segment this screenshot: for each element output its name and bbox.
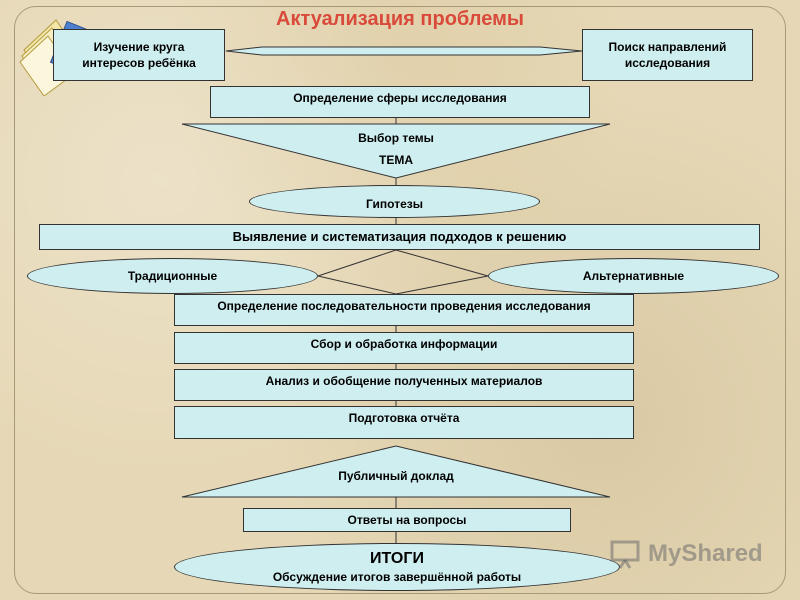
- search-directions-box: Поиск направлений исследования: [582, 29, 753, 81]
- study-interests-box: Изучение круга интересов ребёнка: [53, 29, 225, 81]
- topic-label: ТЕМА: [296, 153, 496, 167]
- study-interests-label: Изучение круга интересов ребёнка: [82, 39, 196, 71]
- answers-box: Ответы на вопросы: [243, 508, 571, 532]
- approaches-label: Выявление и систематизация подходов к ре…: [233, 228, 567, 246]
- page-title: Актуализация проблемы: [200, 8, 600, 31]
- collection-box: Сбор и обработка информации: [174, 332, 634, 364]
- sequence-label: Определение последовательности проведени…: [217, 298, 590, 314]
- search-directions-label: Поиск направлений исследования: [609, 39, 727, 71]
- presentation-icon: [610, 539, 644, 569]
- watermark: MyShared: [610, 538, 763, 570]
- double-arrow: [226, 47, 582, 55]
- answers-label: Ответы на вопросы: [348, 512, 467, 528]
- analysis-box: Анализ и обобщение полученных материалов: [174, 369, 634, 401]
- alternative-label: Альтернативные: [583, 269, 684, 283]
- approaches-box: Выявление и систематизация подходов к ре…: [39, 224, 760, 250]
- analysis-label: Анализ и обобщение полученных материалов: [266, 373, 543, 389]
- report-box: Подготовка отчёта: [174, 406, 634, 439]
- collection-label: Сбор и обработка информации: [311, 336, 498, 352]
- research-sphere-box: Определение сферы исследования: [210, 86, 590, 118]
- results-text: Обсуждение итогов завершённой работы: [273, 570, 521, 584]
- traditional-ellipse: Традиционные: [27, 258, 318, 294]
- report-label: Подготовка отчёта: [349, 410, 460, 426]
- alternative-ellipse: Альтернативные: [488, 258, 779, 294]
- watermark-text: MyShared: [648, 540, 763, 568]
- topic-choice-label: Выбор темы: [296, 131, 496, 145]
- public-report-label: Публичный доклад: [296, 469, 496, 483]
- sequence-box: Определение последовательности проведени…: [174, 294, 634, 326]
- hypotheses-ellipse: Гипотезы: [249, 185, 540, 218]
- traditional-label: Традиционные: [128, 269, 217, 283]
- results-ellipse: ИТОГИ Обсуждение итогов завершённой рабо…: [174, 543, 620, 591]
- hypotheses-label: Гипотезы: [366, 193, 423, 211]
- results-title: ИТОГИ: [370, 550, 424, 568]
- research-sphere-label: Определение сферы исследования: [293, 90, 507, 106]
